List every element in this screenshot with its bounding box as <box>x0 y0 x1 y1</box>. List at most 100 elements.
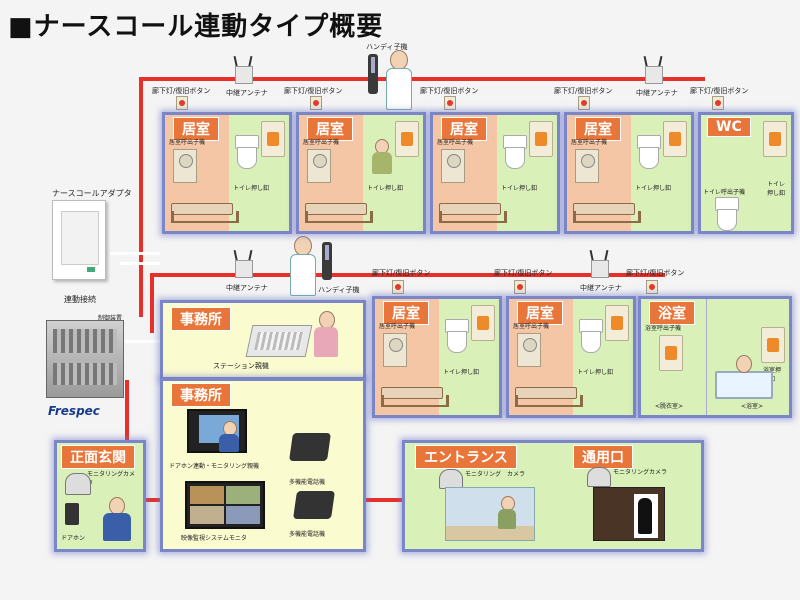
adapter-panel <box>61 211 99 265</box>
service-camera-icon <box>587 467 611 487</box>
toilet-push-label: トイレ押し釦 <box>233 185 270 192</box>
video-monitor-label: 映像監視システムモニタ <box>181 535 247 542</box>
room-call-label: 居室呼出子機 <box>169 139 206 146</box>
toilet-call-button <box>605 305 629 341</box>
nurse-call-adapter <box>52 200 106 280</box>
room-bottom-1: 居室 居室呼出子機 トイレ押し釦 <box>372 296 502 418</box>
service-door-scene <box>593 487 665 541</box>
ceiling-btn-label-3: 廊下灯/復旧ボタン <box>420 87 479 95</box>
antenna-label-2: 中継アンテナ <box>636 89 678 97</box>
bathtub <box>715 371 773 399</box>
toilet-call-button <box>663 121 687 157</box>
station-label: ステーション親機 <box>213 362 269 370</box>
room-top-2: 居室 居室呼出子機 トイレ押し釦 <box>296 112 426 234</box>
toilet-icon <box>443 319 469 353</box>
bather <box>733 355 753 375</box>
antenna-label-3: 中継アンテナ <box>226 284 268 292</box>
toilet-push-label: トイレ押し釦 <box>367 185 404 192</box>
room-label: 居室 <box>441 117 487 141</box>
ceiling-button-1 <box>176 96 188 110</box>
room-top-wc: WC トイレ呼出子機 トイレ押し釦 <box>698 112 794 234</box>
toilet-call-button <box>529 121 553 157</box>
bed <box>381 377 451 407</box>
relay-antenna-mid-right <box>588 249 610 278</box>
room-call-label: 居室呼出子機 <box>437 139 474 146</box>
toilet-icon <box>713 197 739 231</box>
handy-mid-label: ハンディ子機 <box>318 286 360 294</box>
bed <box>439 193 509 223</box>
wire-entrance-link <box>365 498 405 502</box>
toilet-icon <box>577 319 603 353</box>
bath-call-unit <box>659 335 683 371</box>
controller-unit <box>46 320 124 398</box>
room-call-unit <box>517 333 541 367</box>
wire-adapter-white1 <box>110 252 160 255</box>
ceiling-btn-label-4: 廊下灯/復旧ボタン <box>554 87 613 95</box>
controller-label: 制御装置 <box>98 315 123 322</box>
bath-push-button <box>761 327 785 363</box>
room-call-label: 居室呼出子機 <box>303 139 340 146</box>
nurse-mid <box>286 236 316 296</box>
entrance-camera-label: モニタリング カメラ <box>465 471 526 478</box>
room-call-label: 居室呼出子機 <box>571 139 608 146</box>
ceiling-btn-label-5: 廊下灯/復旧ボタン <box>690 87 749 95</box>
ceiling-button-6 <box>392 280 404 294</box>
toilet-push-label: トイレ押し釦 <box>577 369 614 376</box>
multi-phone-label-2: 多機能電話機 <box>289 531 326 538</box>
room-call-unit <box>383 333 407 367</box>
page-title: ■ナースコール連動タイプ概要 <box>8 12 384 42</box>
front-label: 正面玄関 <box>61 445 135 469</box>
courier <box>99 497 135 543</box>
office-staff <box>311 311 341 361</box>
wire-top-horizontal <box>140 77 705 81</box>
wire-adapter-white2 <box>120 262 160 265</box>
wire-mid-horizontal <box>150 273 665 277</box>
room-call-unit <box>575 149 599 183</box>
bed <box>573 193 643 223</box>
intruder-silhouette <box>638 498 652 534</box>
link-label: 連動接続 <box>64 295 96 304</box>
relay-antenna-top-right <box>642 55 664 84</box>
resident-seated <box>369 139 395 179</box>
adapter-indicator <box>87 267 95 272</box>
bed <box>515 377 585 407</box>
doorphone-unit <box>65 503 79 525</box>
ceiling-btn-label-7: 廊下灯/復旧ボタン <box>494 269 553 277</box>
front-camera-label: モニタリングカメラ <box>87 471 136 487</box>
service-camera-label: モニタリングカメラ <box>613 469 668 476</box>
bed <box>305 193 375 223</box>
toilet-push-label: トイレ押し釦 <box>443 369 480 376</box>
nurse-top <box>382 50 412 110</box>
ceiling-button-4 <box>578 96 590 110</box>
wire-office-white <box>125 340 160 343</box>
toilet-push-label: トイレ押し釦 <box>635 185 672 192</box>
room-top-1: 居室 居室呼出子機 トイレ押し釦 <box>162 112 292 234</box>
room-call-unit <box>307 149 331 183</box>
station-console <box>245 325 313 357</box>
handy-phone-mid <box>322 242 332 280</box>
toilet-call-button <box>261 121 285 157</box>
room-call-label: 居室呼出子機 <box>513 323 550 330</box>
antenna-label-4: 中継アンテナ <box>580 284 622 292</box>
toilet-call-button <box>763 121 787 157</box>
multi-phone-1 <box>289 433 331 461</box>
controller-slots <box>53 329 117 353</box>
toilet-call-button <box>395 121 419 157</box>
room-bottom-bath: 浴室 浴室呼出子機 浴室押し釦 <脱衣室> <浴室> <box>638 296 792 418</box>
brand-logo: Frespec <box>48 404 100 418</box>
camera-icon <box>65 473 91 495</box>
handy-phone-top <box>368 54 378 94</box>
ceiling-button-5 <box>712 96 724 110</box>
entrance-scene <box>445 487 535 541</box>
changing-room-label: <脱衣室> <box>655 403 684 410</box>
room-bottom-2: 居室 居室呼出子機 トイレ押し釦 <box>506 296 636 418</box>
relay-antenna-top-left <box>232 55 254 84</box>
adapter-label: ナースコールアダプタ <box>52 189 132 198</box>
video-monitor <box>185 481 265 529</box>
wire-left-vertical-top <box>139 77 143 317</box>
ceiling-button-8 <box>646 280 658 294</box>
room-label: 居室 <box>383 301 429 325</box>
entrance-panel: エントランス 通用口 モニタリング カメラ モニタリングカメラ <box>402 440 704 552</box>
front-entrance-panel: 正面玄関 モニタリングカメラ ドアホン <box>54 440 146 552</box>
toilet-icon <box>501 135 527 169</box>
